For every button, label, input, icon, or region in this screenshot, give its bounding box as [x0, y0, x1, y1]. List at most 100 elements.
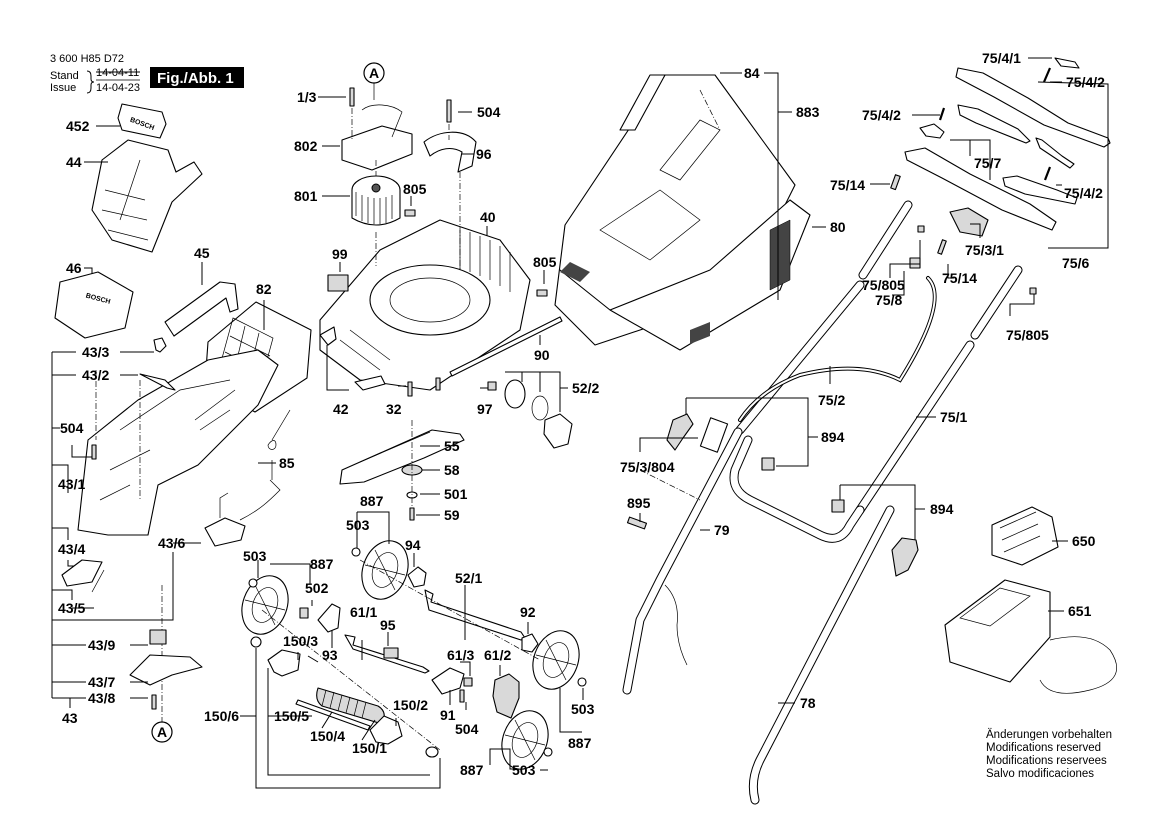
svg-text:A: A: [157, 724, 167, 740]
wheel-rear-left: [241, 575, 289, 635]
svg-text:A: A: [369, 65, 379, 81]
part-503-clip: [351, 547, 361, 557]
label-802: 802: [294, 138, 318, 154]
label-75-3-804: 75/3/804: [620, 459, 675, 475]
part-75-4-1-cap: [1054, 57, 1080, 69]
label-43-2: 43/2: [82, 367, 109, 383]
part-75-4-2-pin-b: [938, 107, 946, 121]
label-895: 895: [627, 495, 651, 511]
part-number-labels: 452 44 46 45 82 1/3 802 801 805 99 504 9…: [58, 50, 1105, 778]
part-61-2-lever: [492, 673, 520, 719]
label-96: 96: [476, 146, 492, 162]
label-78: 78: [800, 695, 816, 711]
label-805-right: 805: [533, 254, 557, 270]
label-150-5: 150/5: [274, 708, 309, 724]
label-91: 91: [440, 707, 456, 723]
part-75-8-clip: [909, 257, 921, 269]
part-883-grass-box-lid: [554, 74, 796, 346]
label-93: 93: [322, 647, 338, 663]
note-line-es: Salvo modificaciones: [986, 768, 1094, 780]
part-504-screw-lower: [459, 689, 465, 703]
part-75-7-handle-grip-left: [957, 104, 1031, 144]
part-801-motor: [351, 175, 401, 226]
label-894-lower: 894: [930, 501, 954, 517]
part-43-9-clip: [149, 629, 167, 645]
label-650: 650: [1072, 533, 1096, 549]
part-75-4-2-pin-c: [1043, 166, 1052, 181]
label-651: 651: [1068, 603, 1092, 619]
part-75-7-handle-grip-right: [1002, 137, 1078, 205]
label-150-3: 150/3: [283, 633, 318, 649]
label-61-3: 61/3: [447, 647, 474, 663]
label-43-1: 43/1: [58, 476, 85, 492]
part-75-4-1-top-cover: [955, 67, 1111, 148]
part-75-4-2-clip-left: [919, 123, 945, 139]
label-887-rear: 887: [310, 556, 334, 572]
label-42: 42: [333, 401, 349, 417]
label-75-7: 75/7: [974, 155, 1001, 171]
part-504-screw: [91, 444, 97, 460]
label-40: 40: [480, 209, 496, 225]
part-75-805-screw-b: [1029, 287, 1037, 295]
part-650-battery: [991, 506, 1059, 566]
modifications-note: Änderungen vorbehalten Modifications res…: [986, 729, 1112, 780]
part-75-14-screw-a: [890, 174, 901, 191]
part-59-bolt: [409, 507, 415, 521]
label-75-4-1: 75/4/1: [982, 50, 1021, 66]
part-44-top-cover: [91, 139, 203, 253]
label-45: 45: [194, 245, 210, 261]
label-883: 883: [796, 104, 820, 120]
label-75-805-left: 75/805: [862, 277, 905, 293]
label-150-1: 150/1: [352, 740, 387, 756]
label-80: 80: [830, 219, 846, 235]
label-43-4: 43/4: [58, 541, 85, 557]
part-894-clamp-knob-lower: [891, 537, 919, 577]
label-55: 55: [444, 438, 460, 454]
label-503-right: 503: [571, 701, 595, 717]
part-503-clip-rear-right: [543, 747, 553, 757]
document-header: 3 600 H85 D72 Stand Issue 14-04-11 14-04…: [50, 53, 244, 94]
part-150-6-cap: [250, 636, 262, 648]
reference-marker-bottom: A: [151, 585, 173, 743]
part-805-screw: [404, 209, 416, 217]
label-43-6: 43/6: [158, 535, 185, 551]
part-75-4-2-pin-a: [1042, 67, 1052, 83]
label-150-6: 150/6: [204, 708, 239, 724]
part-43-2-lever: [139, 373, 176, 391]
label-75-805-right: 75/805: [1006, 327, 1049, 343]
label-43-9: 43/9: [88, 637, 115, 653]
stand-date-struck: 14-04-11: [96, 67, 139, 79]
part-503-clip-rear: [248, 578, 258, 588]
label-887-front: 887: [360, 493, 384, 509]
part-43-8-screw: [151, 694, 157, 710]
part-502-screw: [299, 607, 309, 619]
part-43-6-switch: [204, 517, 246, 547]
part-75-805-screw-a: [917, 225, 925, 233]
part-40-mower-deck: [319, 219, 531, 391]
label-805-top: 805: [403, 181, 427, 197]
part-504-screw-top: [446, 99, 452, 123]
issue-date: 14-04-23: [96, 82, 140, 94]
part-42-clip: [319, 326, 386, 391]
label-79: 79: [714, 522, 730, 538]
label-59: 59: [444, 507, 460, 523]
label-503-front: 503: [346, 517, 370, 533]
part-61-3-sleeve: [463, 677, 473, 687]
label-32: 32: [386, 401, 402, 417]
label-75-8: 75/8: [875, 292, 902, 308]
part-651-charger: [944, 579, 1118, 694]
part-92-bracket: [521, 633, 539, 653]
label-501: 501: [444, 486, 468, 502]
part-75-3-804-bracket: [699, 417, 729, 453]
issue-label: Issue: [50, 82, 76, 94]
label-504-top: 504: [477, 104, 501, 120]
part-55-blade: [339, 429, 465, 485]
part-75-6-handle-bar: [904, 147, 1057, 231]
part-805-screw-right: [536, 289, 548, 297]
part-52-1-axle: [424, 589, 526, 641]
label-75-1: 75/1: [940, 409, 967, 425]
label-150-4: 150/4: [310, 728, 345, 744]
part-150-3-bracket: [267, 649, 301, 677]
part-43-housing: [77, 349, 279, 536]
wheel-rear-right: [501, 710, 549, 770]
